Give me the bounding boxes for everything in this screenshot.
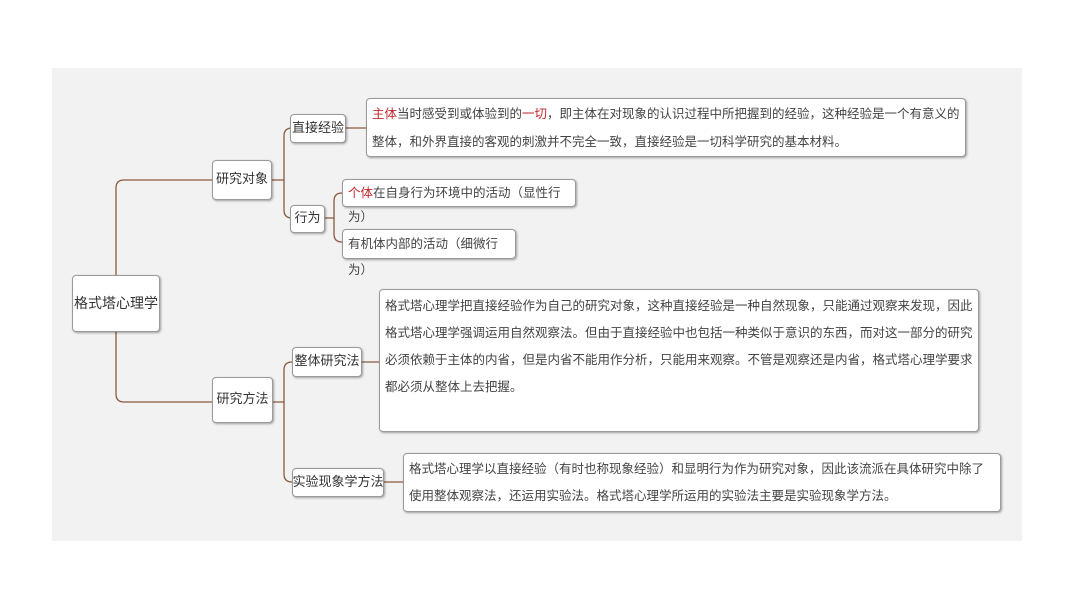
overt-desc-highlight: 个体 — [348, 185, 374, 200]
experimental-desc-text: 格式塔心理学以直接经验（有时也称现象经验）和显明行为作为研究对象，因此该流派在具… — [409, 461, 985, 503]
node-holistic-method[interactable]: 整体研究法 — [292, 347, 362, 377]
experimental-method-description[interactable]: 格式塔心理学以直接经验（有时也称现象经验）和显明行为作为研究对象，因此该流派在具… — [403, 453, 1001, 512]
holistic-desc-text: 格式塔心理学把直接经验作为自己的研究对象，这种直接经验是一种自然现象，只能通过观… — [385, 298, 973, 394]
holistic-method-description[interactable]: 格式塔心理学把直接经验作为自己的研究对象，这种直接经验是一种自然现象，只能通过观… — [379, 289, 979, 432]
node-research-method[interactable]: 研究方法 — [212, 377, 273, 423]
direct-desc-rest: ，即主体在对现象的认识过程中所把握到的经验，这种经验是一个有意义的整体，和外界直… — [372, 106, 960, 149]
root-label: 格式塔心理学 — [74, 295, 158, 312]
node-experimental-method[interactable]: 实验现象学方法 — [292, 468, 384, 497]
experimental-method-label: 实验现象学方法 — [292, 474, 384, 490]
covert-behavior-description[interactable]: 有机体内部的活动（细微行为） — [342, 229, 516, 277]
node-research-object[interactable]: 研究对象 — [212, 160, 272, 200]
direct-desc-middle: 当时感受到或体验到的 — [397, 106, 523, 121]
direct-desc-highlight-subject: 主体 — [372, 106, 398, 121]
node-behavior[interactable]: 行为 — [290, 205, 325, 233]
direct-desc-highlight-all: 一切 — [522, 106, 548, 121]
holistic-method-label: 整体研究法 — [294, 354, 360, 369]
overt-desc-rest: 在自身行为环境中的活动（显性行为） — [348, 185, 561, 224]
overt-behavior-description[interactable]: 个体在自身行为环境中的活动（显性行为） — [342, 179, 576, 224]
direct-experience-description[interactable]: 主体当时感受到或体验到的一切，即主体在对现象的认识过程中所把握到的经验，这种经验… — [366, 98, 966, 157]
covert-desc-text: 有机体内部的活动（细微行为） — [348, 236, 499, 277]
behavior-label: 行为 — [294, 211, 321, 226]
research-method-label: 研究方法 — [216, 392, 269, 407]
direct-experience-label: 直接经验 — [292, 120, 345, 136]
node-direct-experience[interactable]: 直接经验 — [290, 114, 346, 143]
root-node[interactable]: 格式塔心理学 — [72, 275, 160, 332]
research-object-label: 研究对象 — [216, 172, 269, 187]
